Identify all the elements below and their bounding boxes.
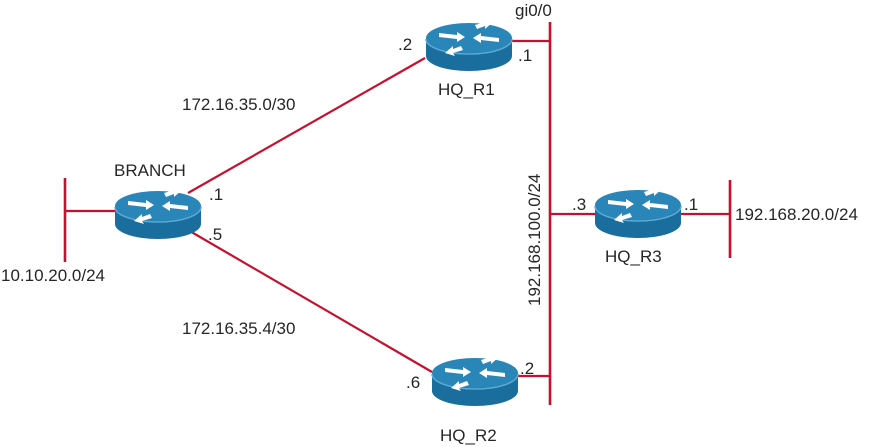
network-label-branch-r2: 172.16.35.4/30 — [182, 319, 295, 338]
router-icon — [114, 186, 202, 240]
iface-r3-lan: .1 — [684, 195, 698, 214]
router-hq-r3[interactable] — [594, 185, 682, 239]
network-label-r3-lan: 192.168.20.0/24 — [735, 205, 858, 224]
iface-r1-hq: .1 — [518, 46, 532, 65]
network-label-branch-r1: 172.16.35.0/30 — [182, 95, 295, 114]
link-branch-hq-r2 — [187, 229, 433, 373]
iface-r2-branch: .6 — [406, 373, 420, 392]
router-hq-r2[interactable] — [431, 353, 519, 407]
links — [63, 22, 732, 405]
network-label-hq-lan: 192.168.100.0/24 — [525, 174, 544, 306]
router-hq-r1[interactable] — [425, 18, 513, 72]
router-label-branch: BRANCH — [114, 161, 186, 180]
link-branch-hq-r1 — [187, 57, 426, 194]
router-label-hq-r1: HQ_R1 — [438, 80, 495, 99]
router-icon — [594, 185, 682, 239]
router-icon — [431, 353, 519, 407]
network-label-branch-lan: 10.10.20.0/24 — [1, 266, 105, 285]
iface-branch-r1: .1 — [209, 185, 223, 204]
iface-r1-hq-name: gi0/0 — [515, 1, 552, 20]
router-icon — [425, 18, 513, 72]
router-branch[interactable] — [114, 186, 202, 240]
iface-r2-hq: .2 — [520, 359, 534, 378]
router-label-hq-r2: HQ_R2 — [440, 426, 497, 445]
iface-branch-r2: .5 — [208, 225, 222, 244]
iface-r3-hq: .3 — [572, 195, 586, 214]
router-label-hq-r3: HQ_R3 — [605, 247, 662, 266]
iface-r1-branch: .2 — [398, 35, 412, 54]
